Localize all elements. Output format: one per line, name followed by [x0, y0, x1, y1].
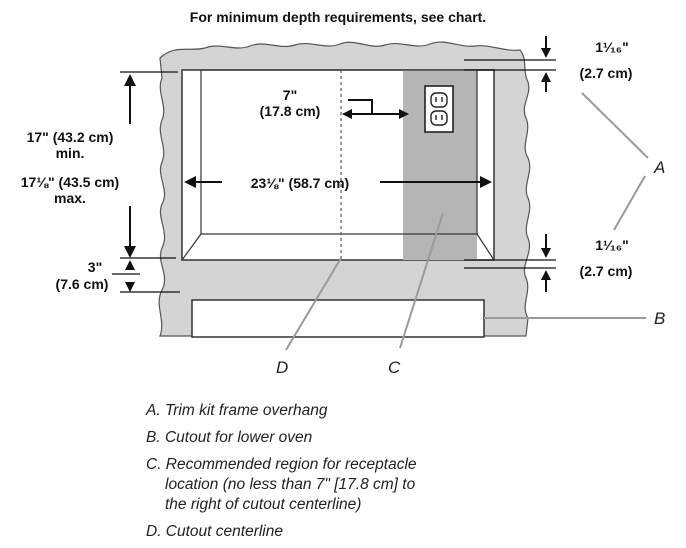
legend-item-c-line1: C. Recommended region for receptacle — [146, 456, 417, 473]
bottom-gap-in: 3" — [88, 259, 102, 275]
height-min-label: min. — [56, 145, 85, 161]
receptacle-offset-dimension — [342, 99, 409, 119]
callout-a-leader-bottom — [613, 175, 646, 231]
bottom-overhang-cm: (2.7 cm) — [580, 263, 633, 279]
legend: A. Trim kit frame overhang B. Cutout for… — [145, 402, 417, 540]
top-overhang-dimension — [464, 36, 556, 92]
receptacle-offset-in: 7" — [283, 87, 297, 103]
outlet-icon — [424, 85, 454, 133]
height-dimension — [120, 71, 178, 259]
top-overhang-cm: (2.7 cm) — [580, 65, 633, 81]
width-label: 23⅛" (58.7 cm) — [251, 175, 349, 191]
bottom-gap-dimension — [112, 260, 180, 293]
callout-c-leader — [399, 212, 444, 349]
lower-oven-cutout — [191, 299, 485, 338]
callout-c: C — [388, 358, 401, 377]
bottom-overhang-dimension — [464, 234, 556, 292]
bottom-overhang-in: 1¹⁄₁₆" — [595, 237, 629, 253]
top-overhang-in: 1¹⁄₁₆" — [595, 39, 629, 55]
callout-d: D — [276, 358, 288, 377]
callout-a-leader-top — [581, 92, 649, 159]
cutout-back-wall — [200, 69, 478, 235]
height-min-value: 17" (43.2 cm) — [27, 129, 114, 145]
callout-a: A — [653, 158, 665, 177]
height-max-value: 17⅛" (43.5 cm) — [21, 174, 119, 190]
legend-item-b: B. Cutout for lower oven — [146, 429, 312, 446]
receptacle-offset-cm: (17.8 cm) — [260, 103, 321, 119]
header-note: For minimum depth requirements, see char… — [190, 9, 486, 25]
bottom-gap-cm: (7.6 cm) — [56, 276, 109, 292]
callout-b: B — [654, 309, 665, 328]
legend-item-c-line3: the right of cutout centerline) — [165, 496, 361, 513]
legend-item-c-line2: location (no less than 7" [17.8 cm] to — [165, 476, 416, 493]
callout-d-leader — [285, 257, 342, 351]
width-dimension — [184, 176, 492, 188]
legend-item-d: D. Cutout centerline — [146, 523, 283, 540]
legend-item-a: A. Trim kit frame overhang — [145, 402, 328, 419]
height-max-label: max. — [54, 190, 86, 206]
